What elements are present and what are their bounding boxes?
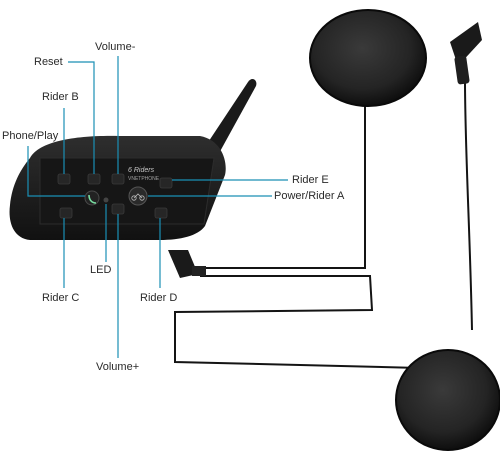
brand-top: 6 Riders — [128, 167, 155, 174]
phone-icon — [84, 190, 100, 206]
label-volume-plus: Volume+ — [96, 361, 140, 373]
label-reset: Reset — [34, 56, 63, 68]
label-phone-play: Phone/Play — [2, 130, 59, 142]
label-rider-c: Rider C — [42, 292, 80, 304]
led-indicator — [103, 197, 109, 203]
bottom-speaker — [395, 349, 500, 451]
label-rider-d: Rider D — [140, 292, 178, 304]
label-volume-minus: Volume- — [95, 41, 136, 53]
brand-mark: VNETPHONE — [128, 176, 160, 182]
audio-jack — [168, 250, 206, 278]
motorcycle-icon — [128, 186, 148, 206]
boom-microphone — [450, 22, 482, 85]
cable — [174, 79, 473, 369]
label-rider-e: Rider E — [292, 174, 329, 186]
leader-lines — [27, 56, 288, 358]
label-led: LED — [90, 264, 112, 276]
label-rider-b: Rider B — [42, 91, 79, 103]
top-speaker — [309, 9, 427, 107]
label-power-rider-a: Power/Rider A — [274, 190, 345, 202]
